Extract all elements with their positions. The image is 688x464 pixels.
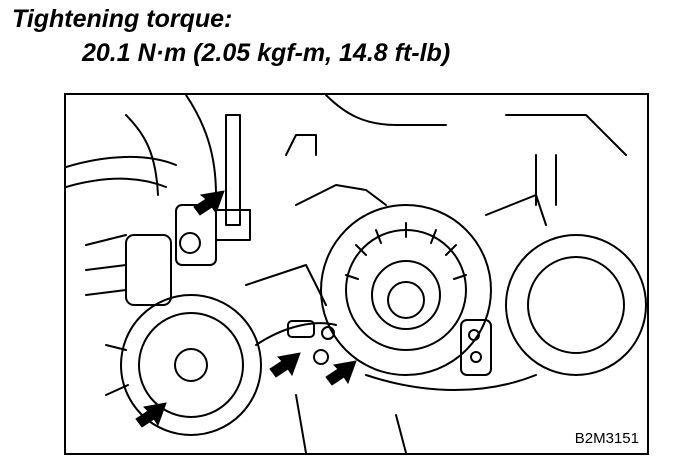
engine-drawing <box>66 95 647 453</box>
alternator-fan <box>345 229 467 351</box>
small-bolt <box>321 326 335 340</box>
crank-pulley <box>120 294 262 436</box>
mount-block <box>175 204 217 266</box>
water-pump-pulley <box>505 234 647 376</box>
housing-line <box>505 114 627 156</box>
crank-pulley-hub <box>174 348 208 382</box>
water-pump-groove <box>527 256 625 354</box>
belt-line <box>255 322 337 346</box>
arrow-icon <box>193 190 225 216</box>
bracket-bolt <box>287 320 315 338</box>
crank-pulley-groove <box>138 312 244 418</box>
bolt-circle <box>179 232 201 254</box>
alternator-pulley <box>371 260 441 330</box>
idler-bracket <box>460 319 492 376</box>
alternator-body <box>320 204 492 376</box>
pulley-detail <box>105 344 129 396</box>
small-bolt <box>468 329 480 341</box>
hose-line <box>66 155 177 168</box>
fan-fins <box>345 222 467 280</box>
torque-title: Tightening torque: <box>12 5 233 33</box>
figure-code: B2M3151 <box>574 430 639 447</box>
alternator-bracket <box>295 184 387 206</box>
arrow-icon <box>135 402 167 428</box>
lower-cover <box>365 374 537 391</box>
arrow-icon <box>269 352 301 378</box>
torque-value: 20.1 N·m (2.05 kgf-m, 14.8 ft-lb) <box>82 39 451 67</box>
hose-line <box>185 95 217 196</box>
belt-line <box>245 264 327 306</box>
bracket-block <box>125 234 172 306</box>
bracket-line <box>285 134 317 156</box>
small-bolt <box>313 349 329 365</box>
adjuster-rod <box>225 114 241 226</box>
alternator-hub <box>387 281 425 319</box>
hose-line <box>66 177 167 188</box>
small-bolt <box>470 351 482 363</box>
arrow-icon <box>325 360 357 386</box>
frame-lines <box>85 234 127 296</box>
hose-line <box>325 95 447 126</box>
hose-line <box>125 114 159 196</box>
lower-lines <box>295 394 407 453</box>
engine-illustration: B2M3151 <box>64 93 649 455</box>
housing-line <box>535 154 557 206</box>
